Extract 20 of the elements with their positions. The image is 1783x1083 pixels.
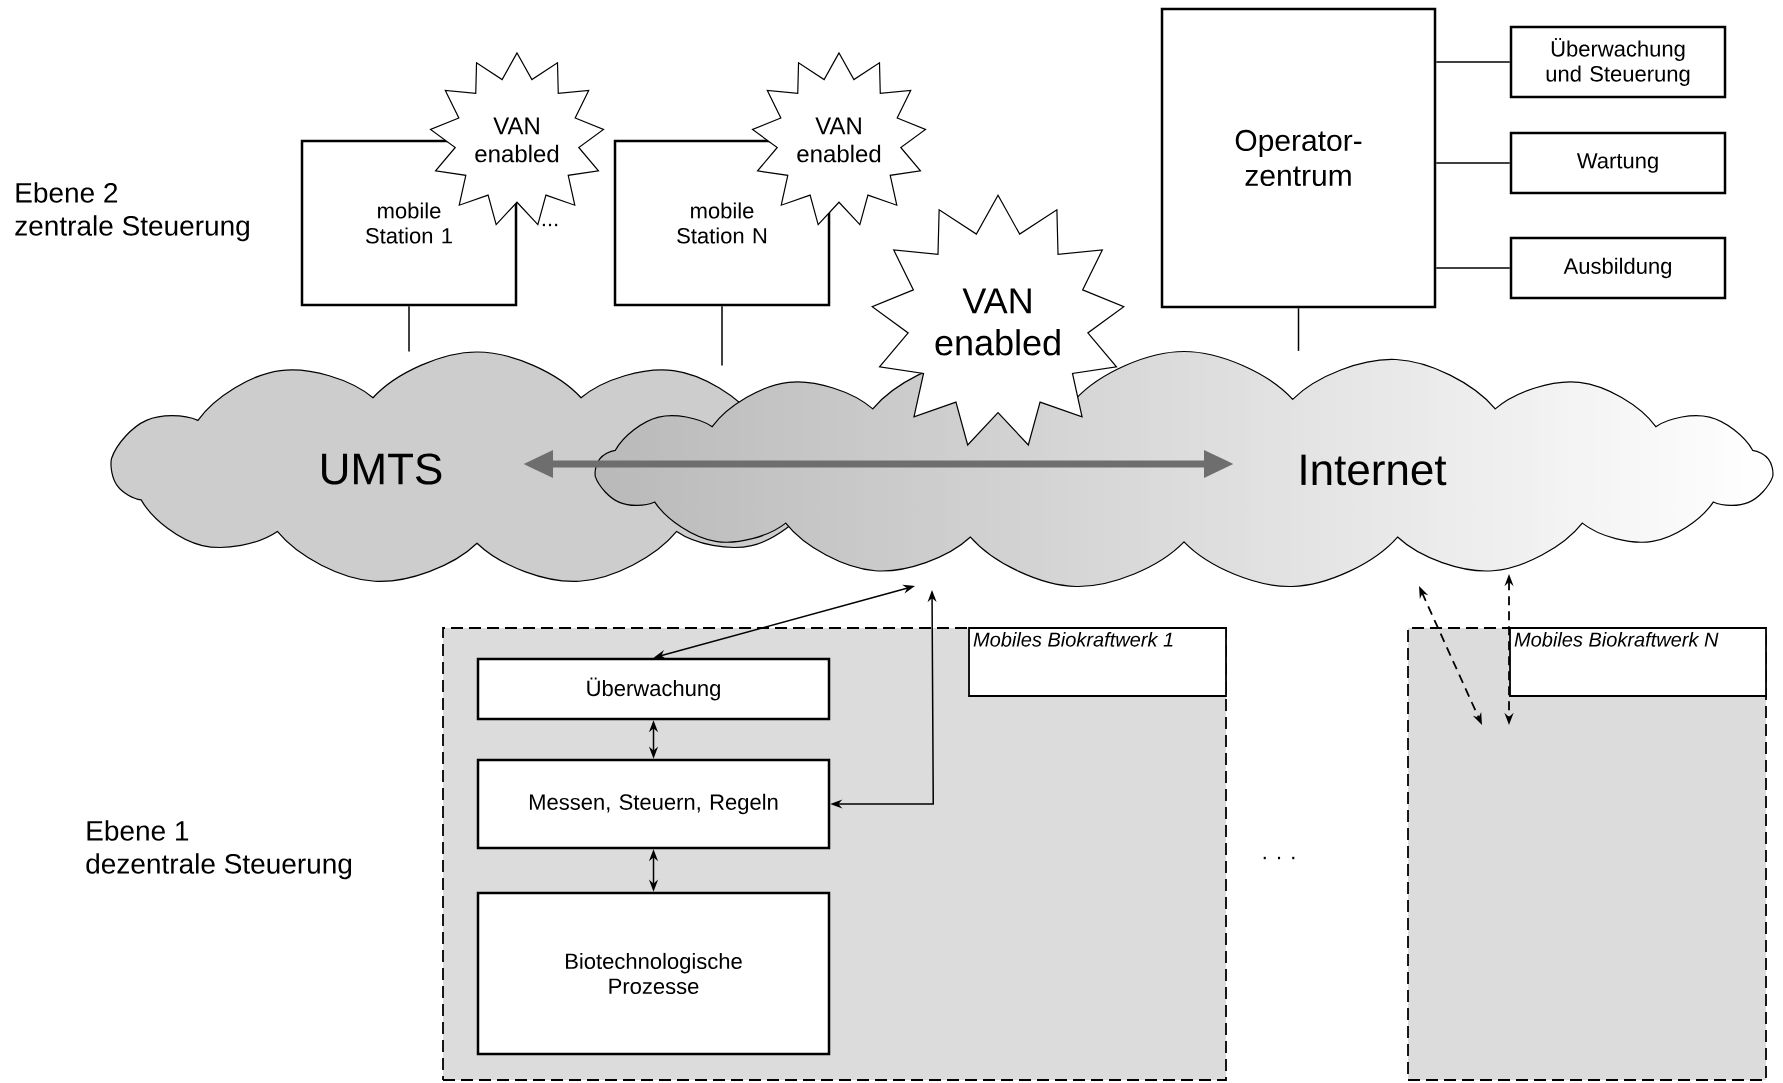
connector-line	[721, 305, 723, 367]
process-box: Messen, Steuern, Regeln	[476, 758, 831, 850]
ellipsis: ...	[542, 223, 558, 227]
level-label: Ebene 1 dezentrale Steuerung	[86, 820, 352, 880]
starburst: VAN enabled	[871, 194, 1126, 447]
connector-line	[408, 305, 410, 353]
process-box: Überwachung	[476, 657, 831, 721]
process-box: Biotechnologische Prozesse	[476, 891, 831, 1056]
level-label: Ebene 2 zentrale Steuerung	[15, 182, 249, 242]
ellipsis: . . .	[1263, 856, 1295, 860]
panel-tab: Mobiles Biokraftwerk N	[1509, 627, 1767, 697]
process-box: Wartung	[1509, 131, 1727, 195]
connector-line	[1435, 267, 1511, 269]
panel-tab: Mobiles Biokraftwerk 1	[968, 627, 1227, 697]
connector-line	[1435, 61, 1511, 63]
process-box: Ausbildung	[1509, 236, 1727, 300]
connector-line	[1435, 162, 1511, 164]
connector-line	[1297, 307, 1300, 352]
process-box: Operator- zentrum	[1160, 7, 1437, 309]
process-box: Überwachung und Steuerung	[1509, 25, 1727, 99]
